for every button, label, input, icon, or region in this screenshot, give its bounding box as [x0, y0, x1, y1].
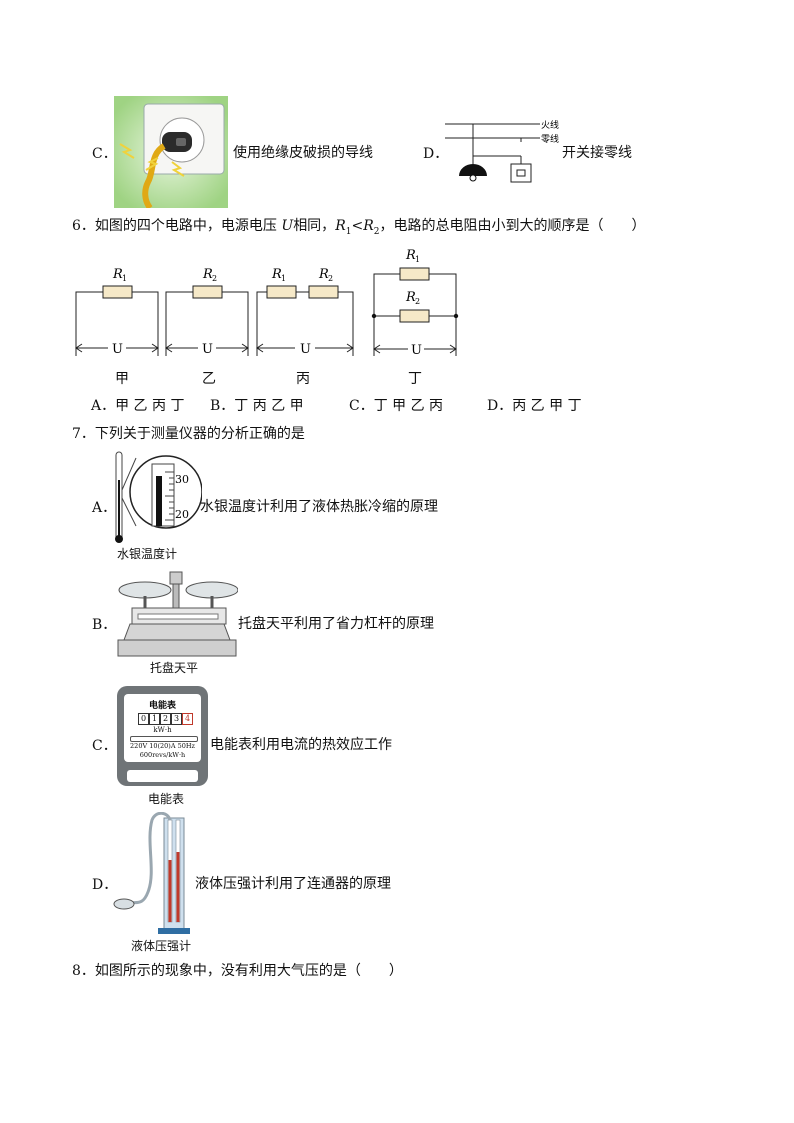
meter-digit: 4 — [182, 713, 193, 725]
pressure-gauge-caption: 液体压强计 — [131, 939, 192, 953]
switch-on-neutral-diagram: 火线 零线 — [445, 119, 559, 183]
resistor-r2-label: R — [318, 267, 329, 282]
meter-revs: 600revs/kW·h — [139, 751, 186, 759]
voltage-u-label: U — [300, 342, 311, 357]
resistor-r2-sub: 2 — [415, 297, 420, 306]
question-7-number: 7． — [72, 426, 95, 442]
meter-face: 电能表 0 1 2 3 4 kW·h 220V 10(20)A 50Hz 600… — [124, 694, 201, 762]
q6-stem-part-a: 如图的四个电路中，电源电压 — [94, 218, 282, 234]
q6-option-d[interactable]: D．丙 乙 甲 丁 — [487, 398, 582, 414]
q7-option-a-letter: A． — [92, 500, 117, 516]
q7-option-d-letter: D． — [92, 877, 118, 893]
q5-option-c-letter: C． — [92, 146, 117, 162]
q6-option-b[interactable]: B．丁 丙 乙 甲 — [210, 398, 304, 414]
q6-option-a[interactable]: A．甲 乙 丙 丁 — [91, 398, 185, 414]
q6-stem-r2: R — [363, 218, 374, 234]
resistor-r1-sub: 1 — [281, 274, 286, 283]
circuit-yi-label: 乙 — [202, 371, 216, 387]
scale-20-label: 20 — [175, 508, 189, 521]
q7-option-a-text: 水银温度计利用了液体热胀冷缩的原理 — [200, 499, 438, 515]
resistor-r2-sub: 2 — [328, 274, 333, 283]
meter-digit: 1 — [149, 713, 160, 725]
resistor-r2 — [308, 285, 339, 299]
electric-meter-image: 电能表 0 1 2 3 4 kW·h 220V 10(20)A 50Hz 600… — [117, 686, 208, 786]
meter-digits: 0 1 2 3 4 — [138, 713, 193, 725]
q5-option-d-letter: D． — [423, 146, 449, 162]
q6-stem-part-b: 相同， — [293, 218, 336, 234]
liquid-pressure-gauge-image — [113, 812, 190, 934]
voltage-u-label: U — [411, 343, 422, 358]
thermometer-caption: 水银温度计 — [117, 547, 178, 561]
q6-stem-part-c: ，电路的总电阻由小到大的顺序是（ ） — [379, 218, 646, 234]
resistor-r1 — [102, 285, 133, 299]
circuit-bing-label: 丙 — [296, 371, 310, 387]
resistor-r2-label: R — [405, 290, 416, 305]
resistor-r1-sub: 1 — [415, 255, 420, 264]
q6-stem-r2-sub: 2 — [373, 226, 380, 237]
damaged-wire-socket-image — [114, 96, 228, 208]
question-8-stem: 8．如图所示的现象中，没有利用大气压的是（ ） — [72, 962, 403, 980]
resistor-r1 — [266, 285, 297, 299]
q6-stem-less-than: < — [351, 218, 364, 234]
q6-stem-r1: R — [335, 218, 346, 234]
question-6-stem: 6．如图的四个电路中，电源电压 U相同，R1<R2，电路的总电阻由小到大的顺序是… — [72, 217, 645, 241]
circuit-ding: R 1 R 2 U — [371, 248, 459, 358]
voltage-u-label: U — [202, 342, 213, 357]
question-7-stem: 7．下列关于测量仪器的分析正确的是 — [72, 425, 305, 443]
q6-option-c[interactable]: C．丁 甲 乙 丙 — [349, 398, 444, 414]
q5-option-c-text: 使用绝缘皮破损的导线 — [233, 145, 373, 161]
q6-stem-voltage-symbol: U — [281, 218, 294, 234]
meter-unit: kW·h — [153, 726, 172, 734]
q6-stem-r1-sub: 1 — [345, 226, 352, 237]
q7-option-b-text: 托盘天平利用了省力杠杆的原理 — [238, 616, 434, 632]
resistor-r1-label: R — [271, 267, 282, 282]
resistor-r1 — [399, 267, 430, 281]
circuit-bing: R 1 R 2 U — [256, 267, 354, 357]
mercury-thermometer-image: 30 20 — [115, 451, 202, 543]
q7-option-c-text: 电能表利用电流的热效应工作 — [210, 737, 392, 753]
live-wire-label: 火线 — [541, 119, 559, 131]
resistor-r2-label: R — [202, 267, 213, 282]
voltage-u-label: U — [112, 342, 123, 357]
tray-balance-image — [117, 571, 238, 657]
q5-option-d-text: 开关接零线 — [562, 145, 632, 161]
meter-digit: 2 — [160, 713, 171, 725]
neutral-wire-label: 零线 — [541, 133, 559, 145]
q8-stem-text: 如图所示的现象中，没有利用大气压的是（ ） — [94, 963, 403, 979]
circuit-ding-label: 丁 — [408, 371, 422, 387]
q7-option-d-text: 液体压强计利用了连通器的原理 — [195, 876, 391, 892]
circuit-jia-label: 甲 — [115, 371, 129, 387]
balance-caption: 托盘天平 — [150, 661, 199, 675]
meter-digit: 3 — [171, 713, 182, 725]
meter-digit: 0 — [138, 713, 149, 725]
scale-30-label: 30 — [175, 473, 189, 486]
meter-caption: 电能表 — [148, 792, 185, 806]
resistor-r1-label: R — [112, 267, 123, 282]
q7-stem-text: 下列关于测量仪器的分析正确的是 — [94, 426, 305, 442]
question-8-number: 8． — [72, 963, 95, 979]
question-6-number: 6． — [72, 218, 95, 234]
q7-option-b-letter: B． — [92, 617, 117, 633]
meter-spec: 220V 10(20)A 50Hz — [130, 742, 195, 750]
resistor-r1-sub: 1 — [122, 274, 127, 283]
resistor-r2 — [399, 309, 430, 323]
resistor-r2-sub: 2 — [212, 274, 217, 283]
circuit-jia: R 1 U — [75, 267, 159, 357]
resistor-r1-label: R — [405, 248, 416, 263]
q7-option-c-letter: C． — [92, 738, 117, 754]
circuit-yi: R 2 U — [165, 267, 249, 357]
meter-disc — [130, 736, 198, 742]
resistor-r2 — [192, 285, 223, 299]
meter-title: 电能表 — [148, 701, 176, 711]
meter-terminal-cover — [127, 770, 198, 782]
